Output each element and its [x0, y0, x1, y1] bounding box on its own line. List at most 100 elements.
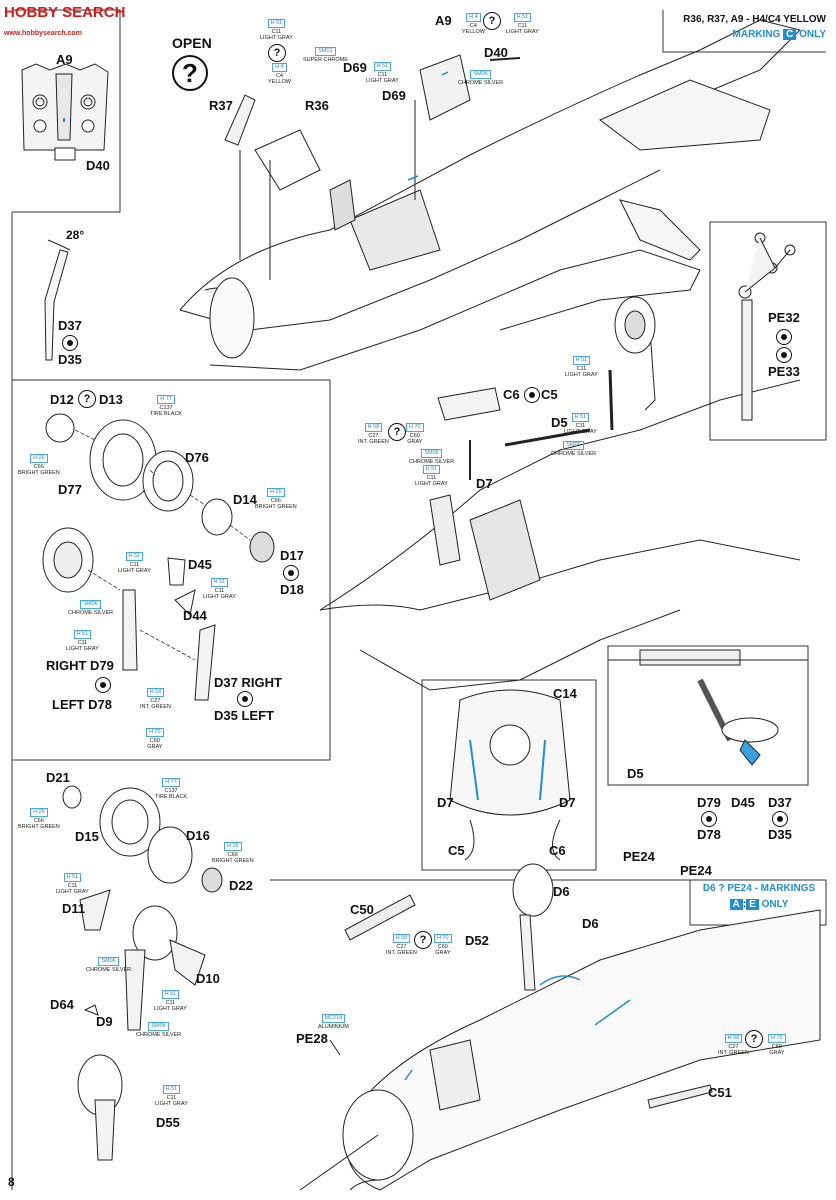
attach-both-icon	[776, 347, 792, 363]
part-label-d69-top: D69	[343, 60, 367, 75]
open-label: OPEN	[172, 35, 212, 51]
part-label-d55: D55	[156, 1115, 180, 1130]
part-label-d22: D22	[229, 878, 253, 893]
angle-label: 28°	[66, 228, 85, 242]
part-label-left-d78: LEFT D78	[52, 697, 112, 712]
part-label-pe24-a: PE24	[623, 849, 655, 864]
question-icon: ?	[414, 931, 432, 949]
part-label-c5-bot: C5	[448, 843, 465, 858]
part-label-d78-inset: D78	[697, 827, 721, 842]
part-label-c50: C50	[350, 902, 374, 917]
attach-both-icon	[62, 335, 78, 351]
part-label-c6-bot: C6	[549, 843, 566, 858]
part-label-a9-inset: A9	[56, 52, 73, 67]
part-label-pe33: PE33	[768, 364, 800, 379]
rotate-icon	[776, 329, 792, 345]
part-label-d6-b: D6	[582, 916, 599, 931]
markings-note-line1: D6 ? PE24 - MARKINGS	[702, 883, 816, 894]
part-label-r36: R36	[305, 98, 329, 113]
part-label-d35-inset: D35	[768, 827, 792, 842]
part-label-d37-right: D37 RIGHT	[214, 675, 282, 690]
question-icon: ?	[388, 423, 406, 441]
part-label-d5-inset: D5	[627, 766, 644, 781]
part-label-d37-left: D37	[58, 318, 82, 333]
markings-note-line2: A:E ONLY	[694, 899, 824, 910]
part-label-d16: D16	[186, 828, 210, 843]
part-label-d14: D14	[233, 492, 257, 507]
question-icon: ?	[268, 44, 286, 62]
part-label-d15: D15	[75, 829, 99, 844]
part-label-d9: D9	[96, 1014, 113, 1029]
attach-both-icon	[237, 691, 253, 707]
watermark: HOBBY SEARCH www.hobbysearch.com	[4, 4, 125, 40]
question-icon: ?	[78, 390, 96, 408]
attach-both-icon	[283, 565, 299, 581]
header-note-line1: R36, R37, A9 - H4/C4 YELLOW	[683, 14, 826, 25]
part-label-d11: D11	[62, 901, 86, 916]
part-label-pe32: PE32	[768, 310, 800, 325]
attach-both-icon	[701, 811, 717, 827]
part-label-d13: D13	[99, 392, 123, 407]
question-icon: ?	[483, 12, 501, 30]
part-label-r37: R37	[209, 98, 233, 113]
part-label-d64: D64	[50, 997, 74, 1012]
marking-suffix: ONLY	[799, 29, 826, 40]
part-label-d45-inset: D45	[731, 795, 755, 810]
part-label-d35-left: D35	[58, 352, 82, 367]
part-label-c6-mid: C6	[503, 387, 520, 402]
part-label-d10: D10	[196, 971, 220, 986]
part-label-d7-r: D7	[559, 795, 576, 810]
attach-both-icon	[524, 387, 540, 403]
part-label-c51: C51	[708, 1085, 732, 1100]
marking-letter-a: A	[729, 899, 743, 910]
part-label-d77: D77	[58, 482, 82, 497]
header-note-line2: MARKING C ONLY	[668, 29, 826, 40]
part-label-right-d79: RIGHT D79	[46, 658, 114, 673]
part-label-pe28: PE28	[296, 1031, 328, 1046]
watermark-text: HOBBY SEARCH	[4, 4, 126, 21]
question-icon-large: ?	[172, 55, 208, 91]
part-label-d7-mid: D7	[476, 476, 493, 491]
part-label-a9-top: A9	[435, 13, 452, 28]
attach-both-icon	[95, 677, 111, 693]
part-label-d35-left-mid: D35 LEFT	[214, 708, 274, 723]
part-label-d17: D17	[280, 548, 304, 563]
part-label-d12: D12	[50, 392, 74, 407]
part-label-d40-inset: D40	[86, 158, 110, 173]
question-icon: ?	[745, 1030, 763, 1048]
part-label-d45: D45	[188, 557, 212, 572]
marking-letter-badge: C	[783, 29, 797, 40]
part-label-d79-inset: D79	[697, 795, 721, 810]
page-number: 8	[8, 1175, 15, 1189]
part-label-d44: D44	[183, 608, 207, 623]
part-label-d7-l: D7	[437, 795, 454, 810]
part-label-d52: D52	[465, 933, 489, 948]
part-label-c14: C14	[553, 686, 577, 701]
part-label-d6-a: D6	[553, 884, 570, 899]
